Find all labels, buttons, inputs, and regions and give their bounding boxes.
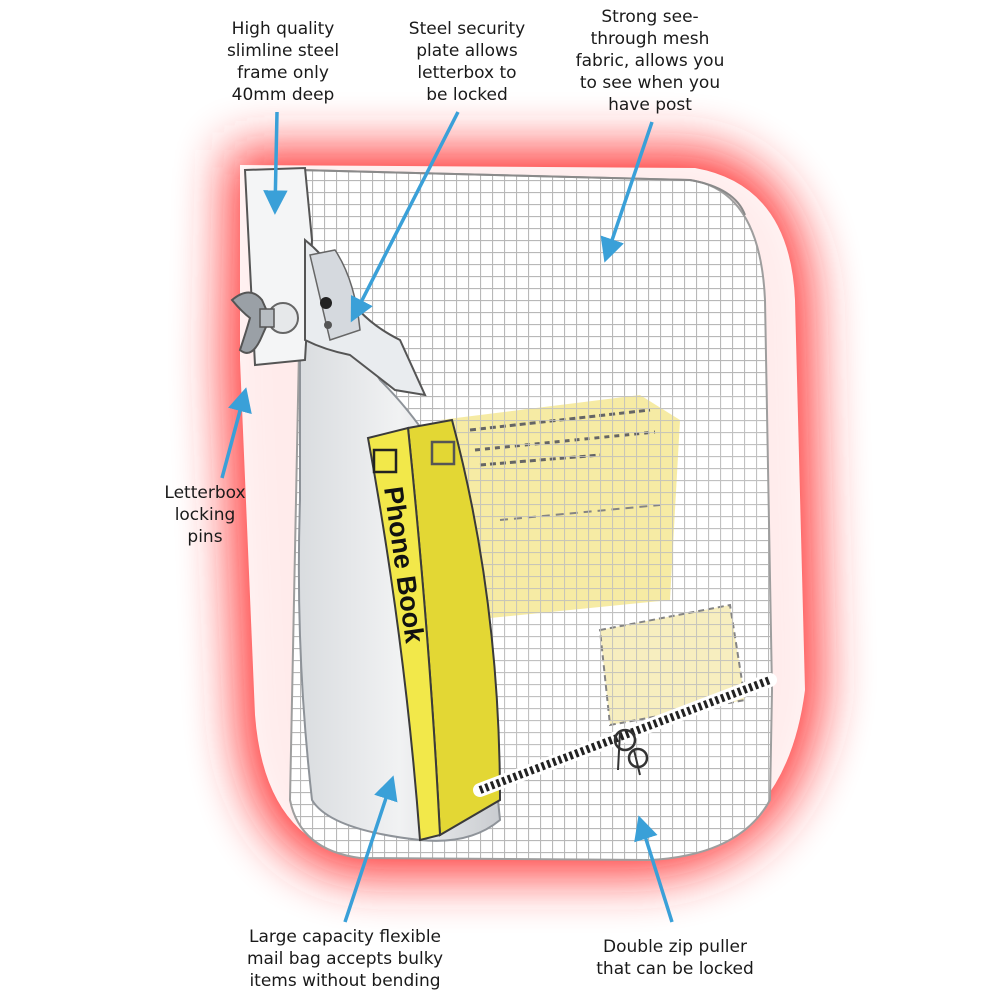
mail-items <box>440 395 760 760</box>
label-frame: High quality slimline steel frame only 4… <box>226 19 340 105</box>
label-mail-bag: Large capacity flexible mail bag accepts… <box>246 927 444 991</box>
mesh-arrow <box>600 121 654 263</box>
frame-arrow <box>263 111 288 215</box>
callout-arrows <box>220 111 674 923</box>
locking-pin-wing-nut <box>230 291 299 354</box>
label-zip-puller: Double zip puller that can be locked <box>596 937 754 979</box>
pins-arrow <box>220 387 252 479</box>
zip-arrow <box>634 815 674 923</box>
label-security-plate: Steel security plate allows letterbox to… <box>408 19 526 105</box>
label-locking-pins: Letterbox locking pins <box>164 483 246 547</box>
double-zip <box>473 673 777 797</box>
plate-arrow <box>350 111 460 323</box>
label-mesh-fabric: Strong see- through mesh fabric, allows … <box>575 7 725 115</box>
bag-arrow <box>343 775 398 923</box>
